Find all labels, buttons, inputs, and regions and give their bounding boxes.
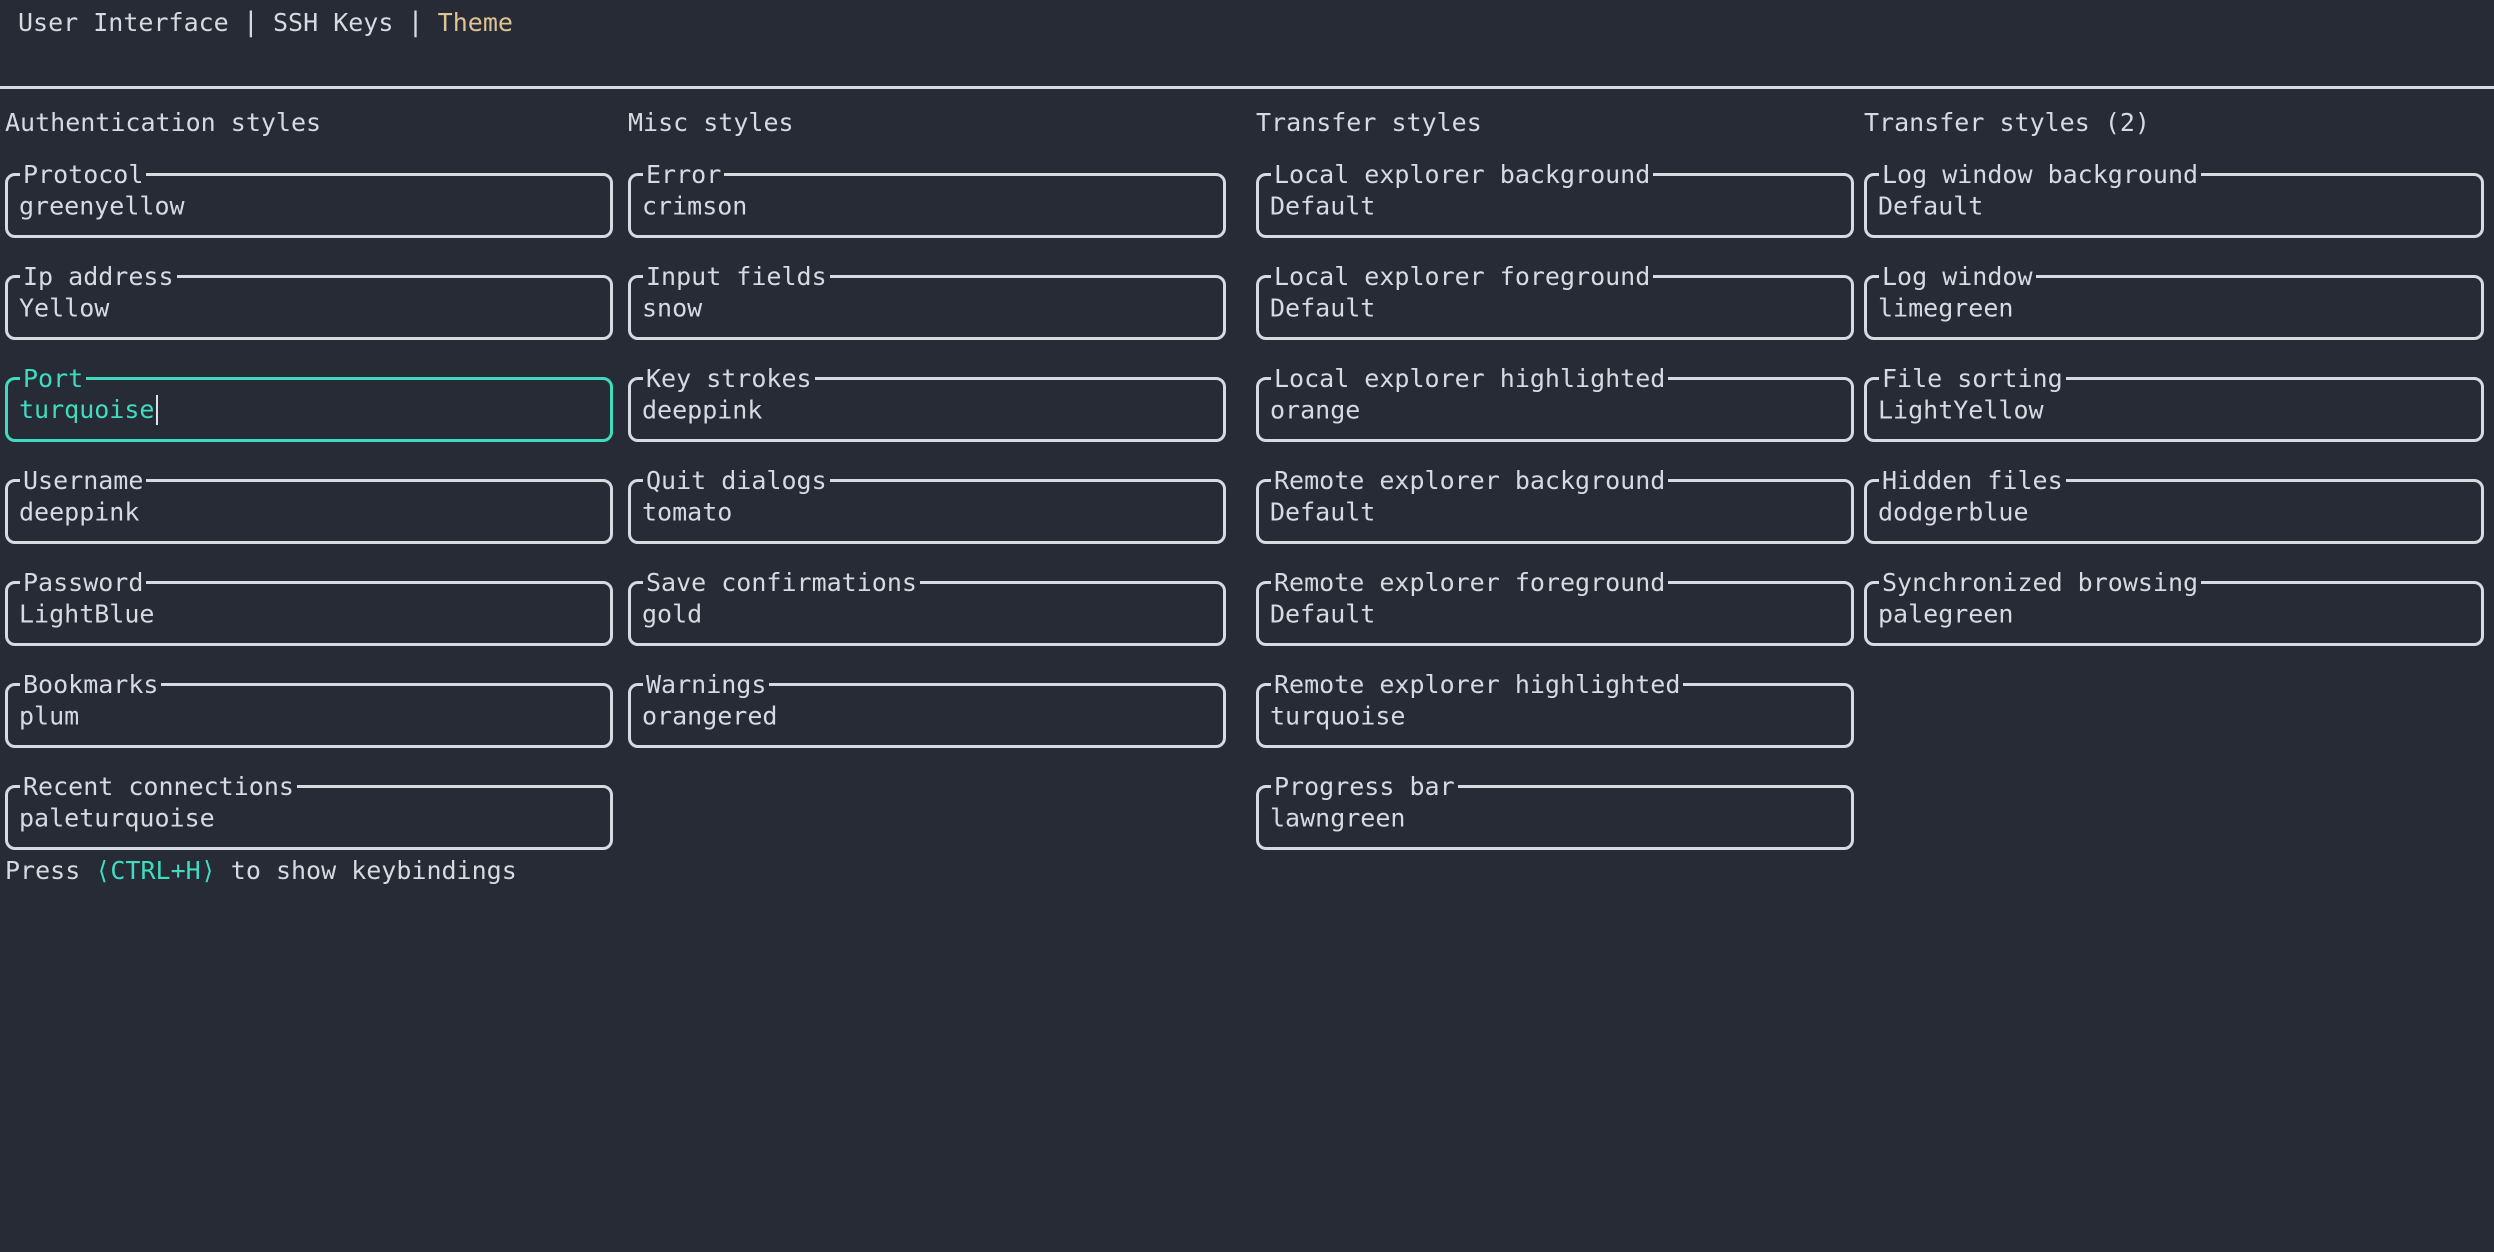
field-input-fields[interactable]: Input fields snow	[628, 264, 1226, 340]
field-remote-explorer-highlighted[interactable]: Remote explorer highlighted turquoise	[1256, 672, 1854, 748]
field-value: limegreen	[1878, 293, 2014, 322]
field-bookmarks[interactable]: Bookmarks plum	[5, 672, 613, 748]
field-label: Remote explorer foreground	[1271, 570, 1669, 596]
field-label: Username	[20, 468, 147, 494]
field-value: lawngreen	[1270, 803, 1406, 832]
field-port[interactable]: Port turquoise	[5, 366, 613, 442]
field-log-window[interactable]: Log window limegreen	[1864, 264, 2484, 340]
field-error[interactable]: Error crimson	[628, 162, 1226, 238]
field-value: crimson	[642, 191, 748, 220]
field-label: Synchronized browsing	[1879, 570, 2202, 596]
field-label: Error	[643, 162, 725, 188]
field-value: turquoise	[19, 395, 155, 424]
column-transfer-styles: Transfer styles Local explorer backgroun…	[1256, 110, 1854, 850]
column-misc-styles: Misc styles Error crimson Input fields s…	[628, 110, 1226, 748]
field-value: Default	[1878, 191, 1984, 220]
field-label: Password	[20, 570, 147, 596]
field-value: snow	[642, 293, 703, 322]
field-value: turquoise	[1270, 701, 1406, 730]
field-file-sorting[interactable]: File sorting LightYellow	[1864, 366, 2484, 442]
field-label: Bookmarks	[20, 672, 162, 698]
field-label: Remote explorer background	[1271, 468, 1669, 494]
text-cursor	[156, 394, 159, 425]
field-label: Hidden files	[1879, 468, 2066, 494]
field-local-explorer-highlighted[interactable]: Local explorer highlighted orange	[1256, 366, 1854, 442]
field-value: LightYellow	[1878, 395, 2044, 424]
field-value: orangered	[642, 701, 778, 730]
field-password[interactable]: Password LightBlue	[5, 570, 613, 646]
field-synchronized-browsing[interactable]: Synchronized browsing palegreen	[1864, 570, 2484, 646]
top-divider	[0, 86, 2494, 89]
field-value: deeppink	[19, 497, 140, 526]
field-label: Local explorer highlighted	[1271, 366, 1669, 392]
field-value: orange	[1270, 395, 1361, 424]
field-value: gold	[642, 599, 703, 628]
field-label: Key strokes	[643, 366, 815, 392]
statusbar-prefix: Press	[5, 856, 96, 885]
field-value: Default	[1270, 599, 1376, 628]
field-progress-bar[interactable]: Progress bar lawngreen	[1256, 774, 1854, 850]
tab-bar: User Interface | SSH Keys | Theme	[18, 8, 513, 38]
column-header: Authentication styles	[5, 108, 322, 137]
field-quit-dialogs[interactable]: Quit dialogs tomato	[628, 468, 1226, 544]
field-value: greenyellow	[19, 191, 185, 220]
field-label: Log window background	[1879, 162, 2202, 188]
field-value: tomato	[642, 497, 733, 526]
field-label: Save confirmations	[643, 570, 920, 596]
field-value: Default	[1270, 293, 1376, 322]
field-value: plum	[19, 701, 80, 730]
column-authentication-styles: Authentication styles Protocol greenyell…	[5, 110, 613, 850]
tab-user-interface[interactable]: User Interface	[18, 8, 229, 37]
field-label: Protocol	[20, 162, 147, 188]
tab-ssh-keys[interactable]: SSH Keys	[272, 8, 394, 37]
field-label: Ip address	[20, 264, 177, 290]
field-label: Warnings	[643, 672, 770, 698]
field-remote-explorer-foreground[interactable]: Remote explorer foreground Default	[1256, 570, 1854, 646]
field-value: Yellow	[19, 293, 110, 322]
field-warnings[interactable]: Warnings orangered	[628, 672, 1226, 748]
field-local-explorer-background[interactable]: Local explorer background Default	[1256, 162, 1854, 238]
column-header: Misc styles	[628, 108, 794, 137]
field-label: Local explorer foreground	[1271, 264, 1654, 290]
field-ip-address[interactable]: Ip address Yellow	[5, 264, 613, 340]
field-label: Quit dialogs	[643, 468, 830, 494]
statusbar-suffix: to show keybindings	[215, 856, 517, 885]
field-local-explorer-foreground[interactable]: Local explorer foreground Default	[1256, 264, 1854, 340]
field-value: deeppink	[642, 395, 763, 424]
tab-separator: |	[407, 7, 424, 38]
field-label: Log window	[1879, 264, 2036, 290]
field-value: palegreen	[1878, 599, 2014, 628]
field-value: Default	[1270, 497, 1376, 526]
field-value: paleturquoise	[19, 803, 215, 832]
field-value: dodgerblue	[1878, 497, 2029, 526]
field-label: Port	[20, 366, 87, 392]
field-label: Progress bar	[1271, 774, 1458, 800]
field-label: Local explorer background	[1271, 162, 1654, 188]
field-hidden-files[interactable]: Hidden files dodgerblue	[1864, 468, 2484, 544]
field-label: File sorting	[1879, 366, 2066, 392]
tab-separator: |	[242, 7, 259, 38]
column-transfer-styles-2: Transfer styles (2) Log window backgroun…	[1864, 110, 2484, 646]
field-label: Input fields	[643, 264, 830, 290]
field-key-strokes[interactable]: Key strokes deeppink	[628, 366, 1226, 442]
field-remote-explorer-background[interactable]: Remote explorer background Default	[1256, 468, 1854, 544]
field-username[interactable]: Username deeppink	[5, 468, 613, 544]
field-save-confirmations[interactable]: Save confirmations gold	[628, 570, 1226, 646]
field-recent-connections[interactable]: Recent connections paleturquoise	[5, 774, 613, 850]
keybinding-hint-key: ⟨CTRL+H⟩	[95, 856, 216, 885]
column-header: Transfer styles	[1256, 108, 1482, 137]
field-label: Recent connections	[20, 774, 297, 800]
field-label: Remote explorer highlighted	[1271, 672, 1684, 698]
tab-theme[interactable]: Theme	[437, 8, 513, 37]
field-value: LightBlue	[19, 599, 155, 628]
column-header: Transfer styles (2)	[1864, 108, 2150, 137]
statusbar: Press ⟨CTRL+H⟩ to show keybindings	[5, 858, 517, 884]
field-value: Default	[1270, 191, 1376, 220]
field-protocol[interactable]: Protocol greenyellow	[5, 162, 613, 238]
field-log-window-background[interactable]: Log window background Default	[1864, 162, 2484, 238]
